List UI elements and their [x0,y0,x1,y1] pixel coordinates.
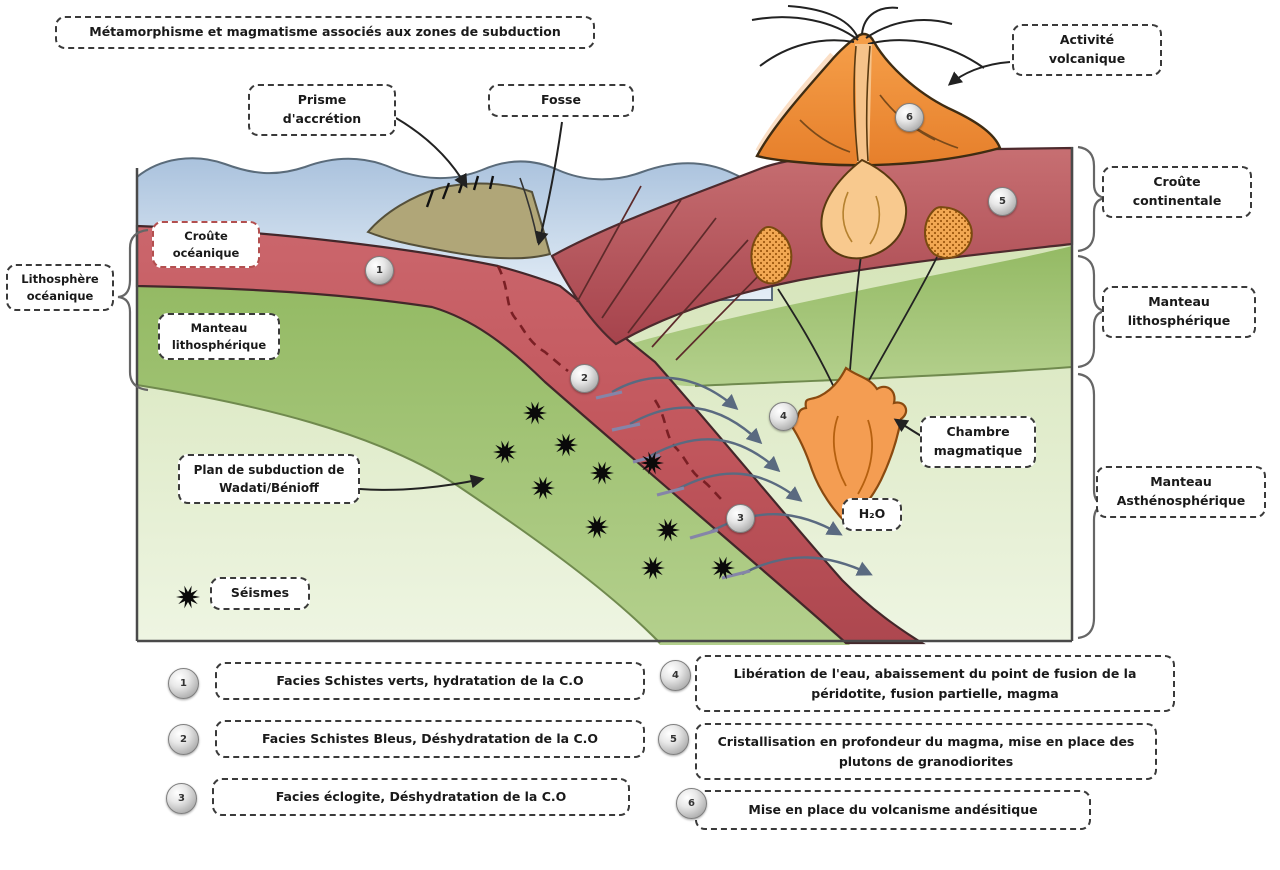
title-box: Métamorphisme et magmatisme associés aux… [55,16,595,49]
plan-subduction-pointer [359,474,485,491]
label-croute-oceanique: Croûte océanique [152,221,260,269]
legend-item-1: Facies Schistes verts, hydratation de la… [215,662,645,700]
label-activite-volcanique: Activité volcanique [1012,24,1162,76]
pluton-right [924,206,973,259]
marker-5: 5 [988,187,1017,216]
marker-6: 6 [895,103,924,132]
asthenosphere-boundary-right [694,366,1073,387]
marker-1: 1 [365,256,394,285]
marker-4: 4 [769,402,798,431]
label-chambre-magmatique: Chambre magmatique [920,416,1036,468]
marker-2: 2 [570,364,599,393]
label-lithosphere-oceanique: Lithosphère océanique [6,264,114,312]
prisme-pointer [395,117,468,189]
legend-badge-2: 2 [168,724,199,755]
label-manteau-asthenospherique: Manteau Asthénosphérique [1096,466,1266,518]
label-manteau-lithospherique-right: Manteau lithosphérique [1102,286,1256,338]
magma-diapir [820,158,908,260]
continental-crust [550,146,1074,346]
crust-fault-fan-lines [576,185,773,361]
label-manteau-lithospherique-left: Manteau lithosphérique [158,313,280,361]
legend-badge-5: 5 [658,724,689,755]
legend-item-5: Cristallisation en profondeur du magma, … [695,723,1157,780]
fosse-pointer [534,121,563,246]
legend-item-4: Libération de l'eau, abaissement du poin… [695,655,1175,712]
label-seismes: Séismes [210,577,310,610]
label-plan-subduction: Plan de subduction de Wadati/Bénioff [178,454,360,504]
legend-item-2: Facies Schistes Bleus, Déshydratation de… [215,720,645,758]
pointer-lines [359,61,1011,491]
chamber-inner-lines [832,415,873,495]
legend-badge-3: 3 [166,783,197,814]
pluton-left [750,226,793,285]
oceanic-lithospheric-mantle [137,286,850,645]
continental-lithospheric-mantle [610,246,1072,387]
label-fosse: Fosse [488,84,634,117]
activite-pointer [947,61,1011,86]
legend-badge-4: 4 [660,660,691,691]
eruption-lines [751,5,985,69]
conduit-walls [853,45,871,162]
diapir-inner-lines [842,191,881,245]
brace-lithosphere-oceanique [117,228,149,392]
label-prisme-accretion: Prisme d'accrétion [248,84,396,136]
diagram-frame [135,147,1074,643]
label-croute-continentale: Croûte continentale [1102,166,1252,218]
slab-fracture-dashes [496,265,723,501]
legend-badge-1: 1 [168,668,199,699]
water-release-arrows [611,376,873,576]
legend-item-3: Facies éclogite, Déshydratation de la C.… [212,778,630,816]
legend-item-6: Mise en place du volcanisme andésitique [695,790,1091,830]
asthenosphere-boundary-left [136,384,661,644]
label-h2o: H₂O [842,498,902,531]
marker-3: 3 [726,504,755,533]
legend-badge-6: 6 [676,788,707,819]
accretion-prism [366,182,552,260]
slab-dehydration-ticks [595,390,751,580]
